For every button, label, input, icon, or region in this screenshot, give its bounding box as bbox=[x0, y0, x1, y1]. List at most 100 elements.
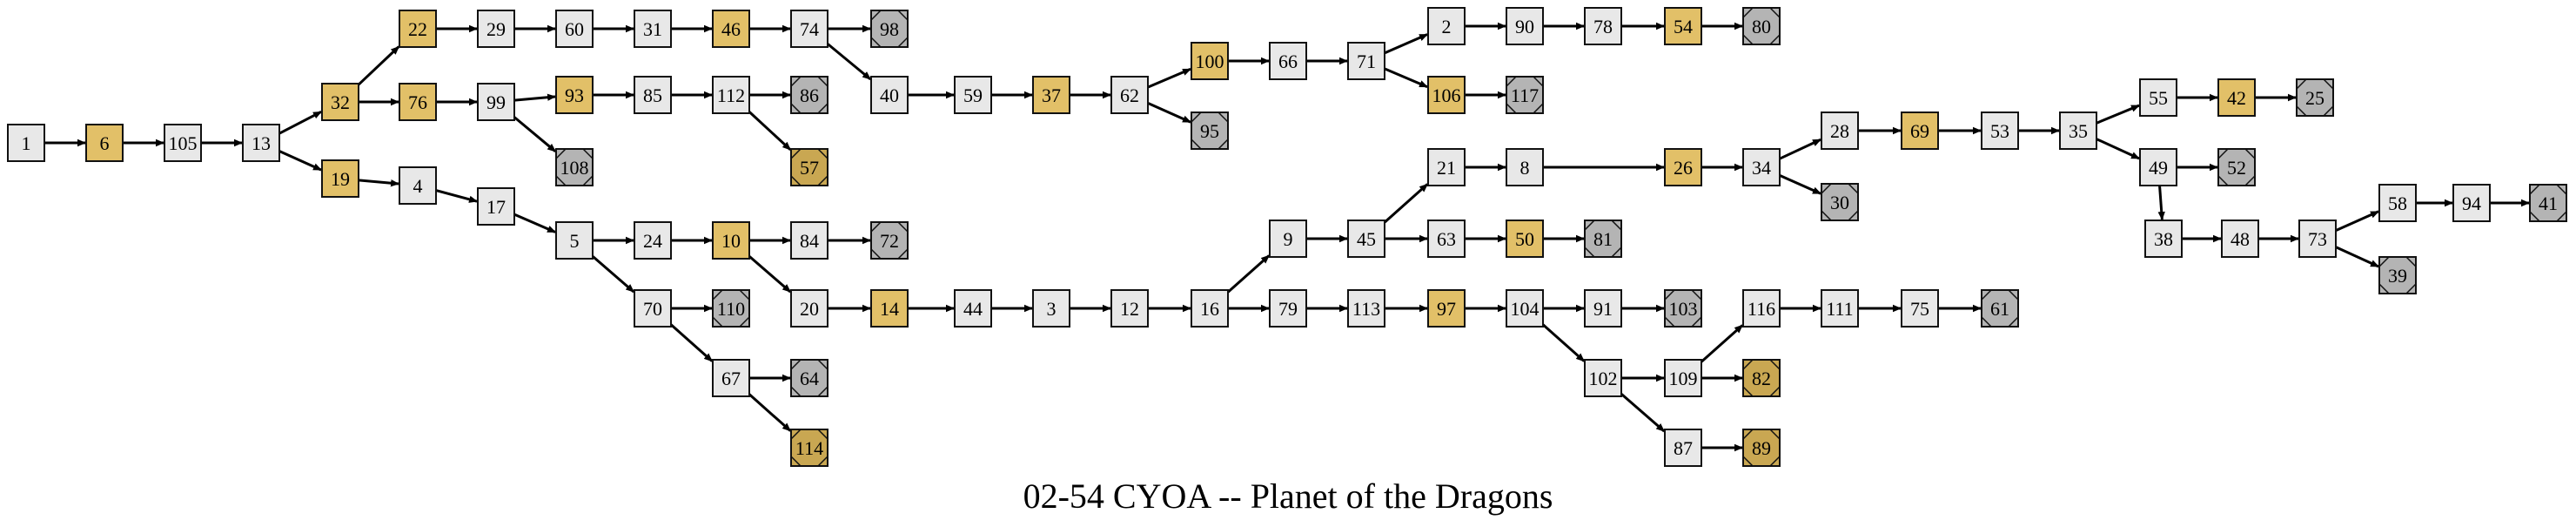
node-box bbox=[164, 124, 202, 162]
node-71: 71 bbox=[1347, 42, 1385, 80]
edge-16-9 bbox=[1227, 254, 1271, 294]
node-13: 13 bbox=[242, 124, 280, 162]
node-label: 93 bbox=[565, 84, 584, 106]
node-label: 17 bbox=[486, 196, 506, 218]
node-label: 86 bbox=[800, 84, 819, 106]
node-label: 69 bbox=[1910, 120, 1929, 142]
node-38: 38 bbox=[2144, 220, 2183, 258]
ending-octagon bbox=[1742, 7, 1781, 45]
node-20: 20 bbox=[790, 289, 828, 328]
node-box bbox=[2139, 148, 2177, 186]
node-22: 22 bbox=[399, 10, 437, 48]
node-box bbox=[2217, 78, 2256, 117]
node-label: 104 bbox=[1511, 298, 1540, 320]
node-5: 5 bbox=[555, 221, 594, 260]
node-label: 98 bbox=[880, 18, 899, 40]
node-116: 116 bbox=[1742, 289, 1781, 328]
edge-73-58 bbox=[2335, 210, 2380, 233]
node-box bbox=[1901, 111, 1939, 150]
node-49: 49 bbox=[2139, 148, 2177, 186]
node-75: 75 bbox=[1901, 289, 1939, 328]
node-box bbox=[790, 359, 828, 397]
node-label: 116 bbox=[1748, 298, 1775, 320]
node-109: 109 bbox=[1664, 359, 1702, 397]
node-84: 84 bbox=[790, 221, 828, 260]
node-label: 112 bbox=[717, 84, 745, 106]
node-box bbox=[1664, 148, 1702, 186]
ending-octagon bbox=[1191, 111, 1229, 150]
node-label: 24 bbox=[643, 230, 662, 252]
ending-octagon bbox=[712, 289, 750, 328]
node-3: 3 bbox=[1032, 289, 1070, 328]
node-box bbox=[85, 124, 124, 162]
node-box bbox=[1191, 289, 1229, 328]
node-label: 106 bbox=[1432, 84, 1461, 106]
node-box bbox=[321, 83, 359, 121]
node-72: 72 bbox=[870, 221, 909, 260]
edge-62-100 bbox=[1147, 67, 1192, 89]
node-64: 64 bbox=[790, 359, 828, 397]
node-82: 82 bbox=[1742, 359, 1781, 397]
node-102: 102 bbox=[1584, 359, 1622, 397]
node-label: 44 bbox=[963, 298, 983, 320]
node-box bbox=[1427, 7, 1466, 45]
node-117: 117 bbox=[1506, 76, 1544, 114]
node-box bbox=[1901, 289, 1939, 328]
node-28: 28 bbox=[1821, 111, 1859, 150]
node-box bbox=[1584, 289, 1622, 328]
node-label: 19 bbox=[331, 168, 350, 190]
node-67: 67 bbox=[712, 359, 750, 397]
edge-13-32 bbox=[278, 110, 323, 135]
edge-32-22 bbox=[357, 45, 400, 86]
node-box bbox=[790, 10, 828, 48]
node-54: 54 bbox=[1664, 7, 1702, 45]
node-label: 99 bbox=[486, 91, 506, 113]
node-label: 20 bbox=[800, 298, 819, 320]
node-label: 53 bbox=[1990, 120, 2009, 142]
node-box bbox=[2298, 220, 2337, 258]
node-99: 99 bbox=[477, 83, 515, 121]
node-81: 81 bbox=[1584, 220, 1622, 258]
node-60: 60 bbox=[555, 10, 594, 48]
node-box bbox=[7, 124, 45, 162]
node-85: 85 bbox=[634, 76, 672, 114]
node-label: 81 bbox=[1593, 228, 1613, 250]
node-label: 40 bbox=[880, 84, 899, 106]
node-label: 60 bbox=[565, 18, 584, 40]
edge-70-67 bbox=[670, 323, 714, 362]
node-box bbox=[2378, 184, 2417, 222]
node-111: 111 bbox=[1821, 289, 1859, 328]
node-box bbox=[477, 187, 515, 226]
node-box bbox=[2139, 78, 2177, 117]
edge-4-17 bbox=[435, 189, 478, 203]
node-90: 90 bbox=[1506, 7, 1544, 45]
node-box bbox=[1427, 76, 1466, 114]
node-box bbox=[555, 10, 594, 48]
node-label: 8 bbox=[1520, 157, 1530, 179]
node-label: 80 bbox=[1752, 16, 1771, 37]
node-86: 86 bbox=[790, 76, 828, 114]
node-label: 39 bbox=[2388, 265, 2407, 287]
node-box bbox=[1347, 220, 1385, 258]
node-box bbox=[1191, 111, 1229, 150]
node-box bbox=[954, 289, 992, 328]
edge-112-57 bbox=[748, 111, 792, 152]
ending-octagon bbox=[2378, 256, 2417, 294]
node-box bbox=[1427, 220, 1466, 258]
node-label: 85 bbox=[643, 84, 662, 106]
node-box bbox=[2221, 220, 2259, 258]
node-97: 97 bbox=[1427, 289, 1466, 328]
node-label: 55 bbox=[2149, 87, 2168, 109]
node-98: 98 bbox=[870, 10, 909, 48]
node-34: 34 bbox=[1742, 148, 1781, 186]
node-25: 25 bbox=[2296, 78, 2334, 117]
ending-octagon bbox=[790, 359, 828, 397]
node-box bbox=[712, 359, 750, 397]
node-box bbox=[712, 10, 750, 48]
node-label: 50 bbox=[1515, 228, 1534, 250]
node-label: 59 bbox=[963, 84, 983, 106]
node-55: 55 bbox=[2139, 78, 2177, 117]
node-57: 57 bbox=[790, 148, 828, 186]
node-label: 111 bbox=[1826, 298, 1853, 320]
